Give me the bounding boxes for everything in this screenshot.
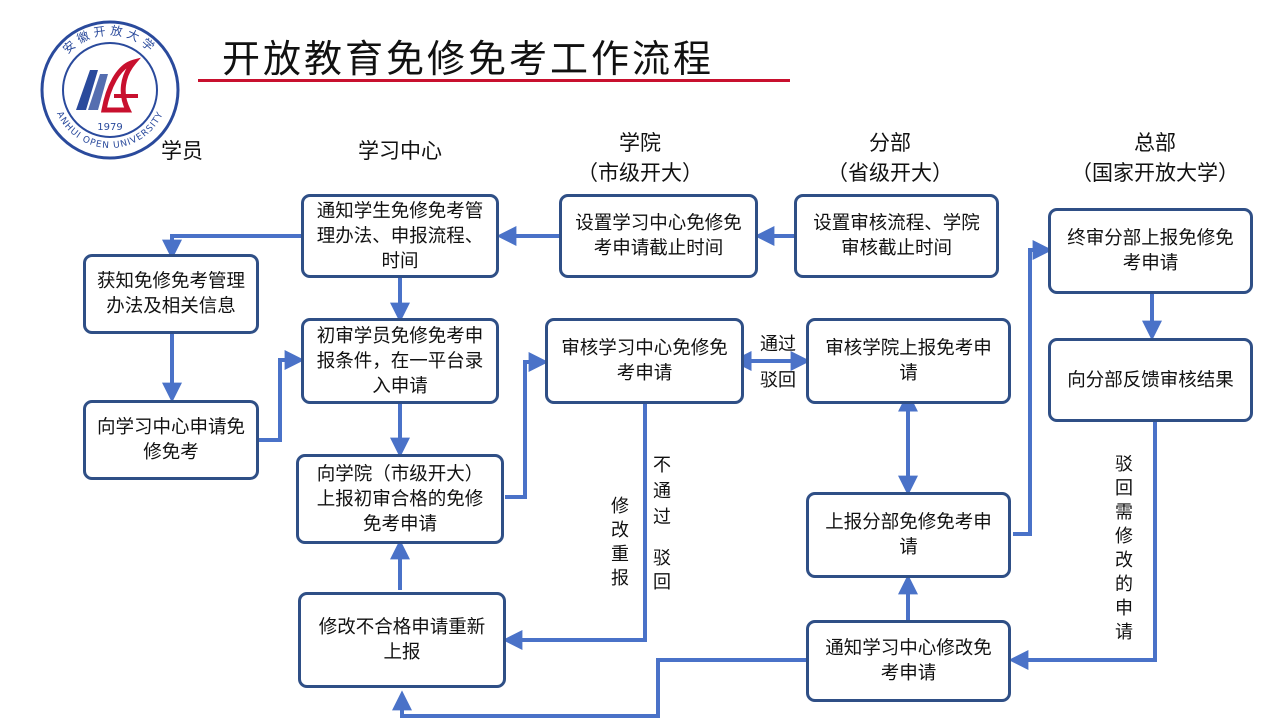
- column-header-student: 学员: [161, 139, 203, 163]
- arrow-notify-to-student: [162, 234, 302, 260]
- box-report-to-branch: 上报分部免修免考申请: [806, 492, 1011, 578]
- label-reject-vertical: 驳回: [653, 548, 671, 593]
- arrow-review-center-to-revise: [502, 404, 647, 650]
- box-final-review: 终审分部上报免修免考申请: [1048, 208, 1253, 294]
- box-review-center-application: 审核学习中心免修免考申请: [545, 318, 744, 404]
- page-title: 开放教育免修免考工作流程: [222, 37, 715, 81]
- box-notify-center-revise: 通知学习中心修改免考申请: [806, 620, 1011, 702]
- box-set-review-process: 设置审核流程、学院审核截止时间: [794, 194, 999, 278]
- column-header-headquarters: 总部 （国家开放大学）: [1071, 131, 1239, 185]
- box-notify-students: 通知学生免修免考管理办法、申报流程、时间: [301, 194, 499, 278]
- column-header-branch: 分部 （省级开大）: [827, 131, 953, 185]
- box-learn-info: 获知免修免考管理办法及相关信息: [83, 254, 259, 334]
- arrow-branch-to-final-review: [1013, 240, 1053, 536]
- arrow-notify-revise-to-revise: [392, 658, 806, 718]
- label-reject: 驳回: [760, 370, 796, 391]
- title-underline: [198, 79, 790, 82]
- arrow-apply-to-first-review: [258, 350, 305, 442]
- box-feedback-to-branch: 向分部反馈审核结果: [1048, 338, 1253, 422]
- arrow-report-to-review-center: [505, 352, 549, 499]
- column-header-learning-center: 学习中心: [358, 139, 442, 163]
- svg-text:1979: 1979: [97, 122, 122, 133]
- column-header-college: 学院 （市级开大）: [577, 131, 703, 185]
- box-revise-resubmit: 修改不合格申请重新上报: [298, 592, 506, 688]
- label-revise-resubmit: 修改重报: [611, 496, 629, 589]
- label-pass: 通过: [760, 334, 796, 355]
- arrow-feedback-to-notify-revise: [1008, 422, 1157, 670]
- box-report-to-college: 向学院（市级开大）上报初审合格的免修免考申请: [296, 454, 504, 544]
- label-reject-revise: 驳回需修改的申请: [1115, 454, 1133, 643]
- box-first-review: 初审学员免修免考申报条件，在一平台录入申请: [301, 318, 499, 404]
- label-fail: 不通过: [653, 455, 671, 528]
- box-set-center-deadline: 设置学习中心免修免考申请截止时间: [559, 194, 758, 278]
- box-review-college-report: 审核学院上报免考申请: [806, 318, 1011, 404]
- box-apply-to-center: 向学习中心申请免修免考: [83, 400, 259, 480]
- university-logo: 安徽开放大学 ANHUI OPEN UNIVERSITY 1979: [40, 20, 180, 160]
